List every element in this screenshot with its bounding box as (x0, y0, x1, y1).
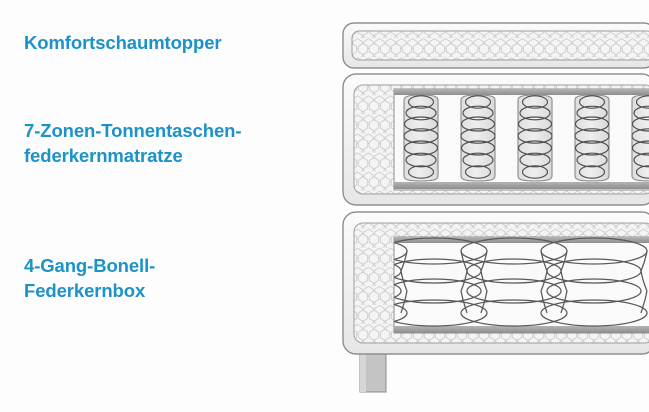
layer-bonell-federkernbox (342, 211, 649, 355)
bonell-spring (394, 237, 488, 327)
label-column: Komfortschaumtopper 7-Zonen-Tonnentasche… (24, 32, 242, 301)
pocket-spring (574, 94, 610, 182)
pocket-spring (631, 94, 649, 182)
pocket-spring (517, 94, 553, 182)
bonell-spring (394, 237, 408, 327)
layer-label-topper: Komfortschaumtopper (24, 32, 222, 53)
layer-label-mattress: 7-Zonen-Tonnentaschen- federkernmatratze (24, 120, 242, 166)
layer-label-box: 4-Gang-Bonell- Federkernbox (24, 255, 156, 301)
pocket-spring (403, 94, 439, 182)
bonell-spring (460, 237, 568, 327)
pocket-spring (460, 94, 496, 182)
bonell-spring (540, 237, 648, 327)
layer-tonnentaschenfederkernmatratze (342, 73, 649, 206)
layer-komfortschaumtopper (342, 22, 649, 69)
bed-leg (359, 351, 387, 393)
